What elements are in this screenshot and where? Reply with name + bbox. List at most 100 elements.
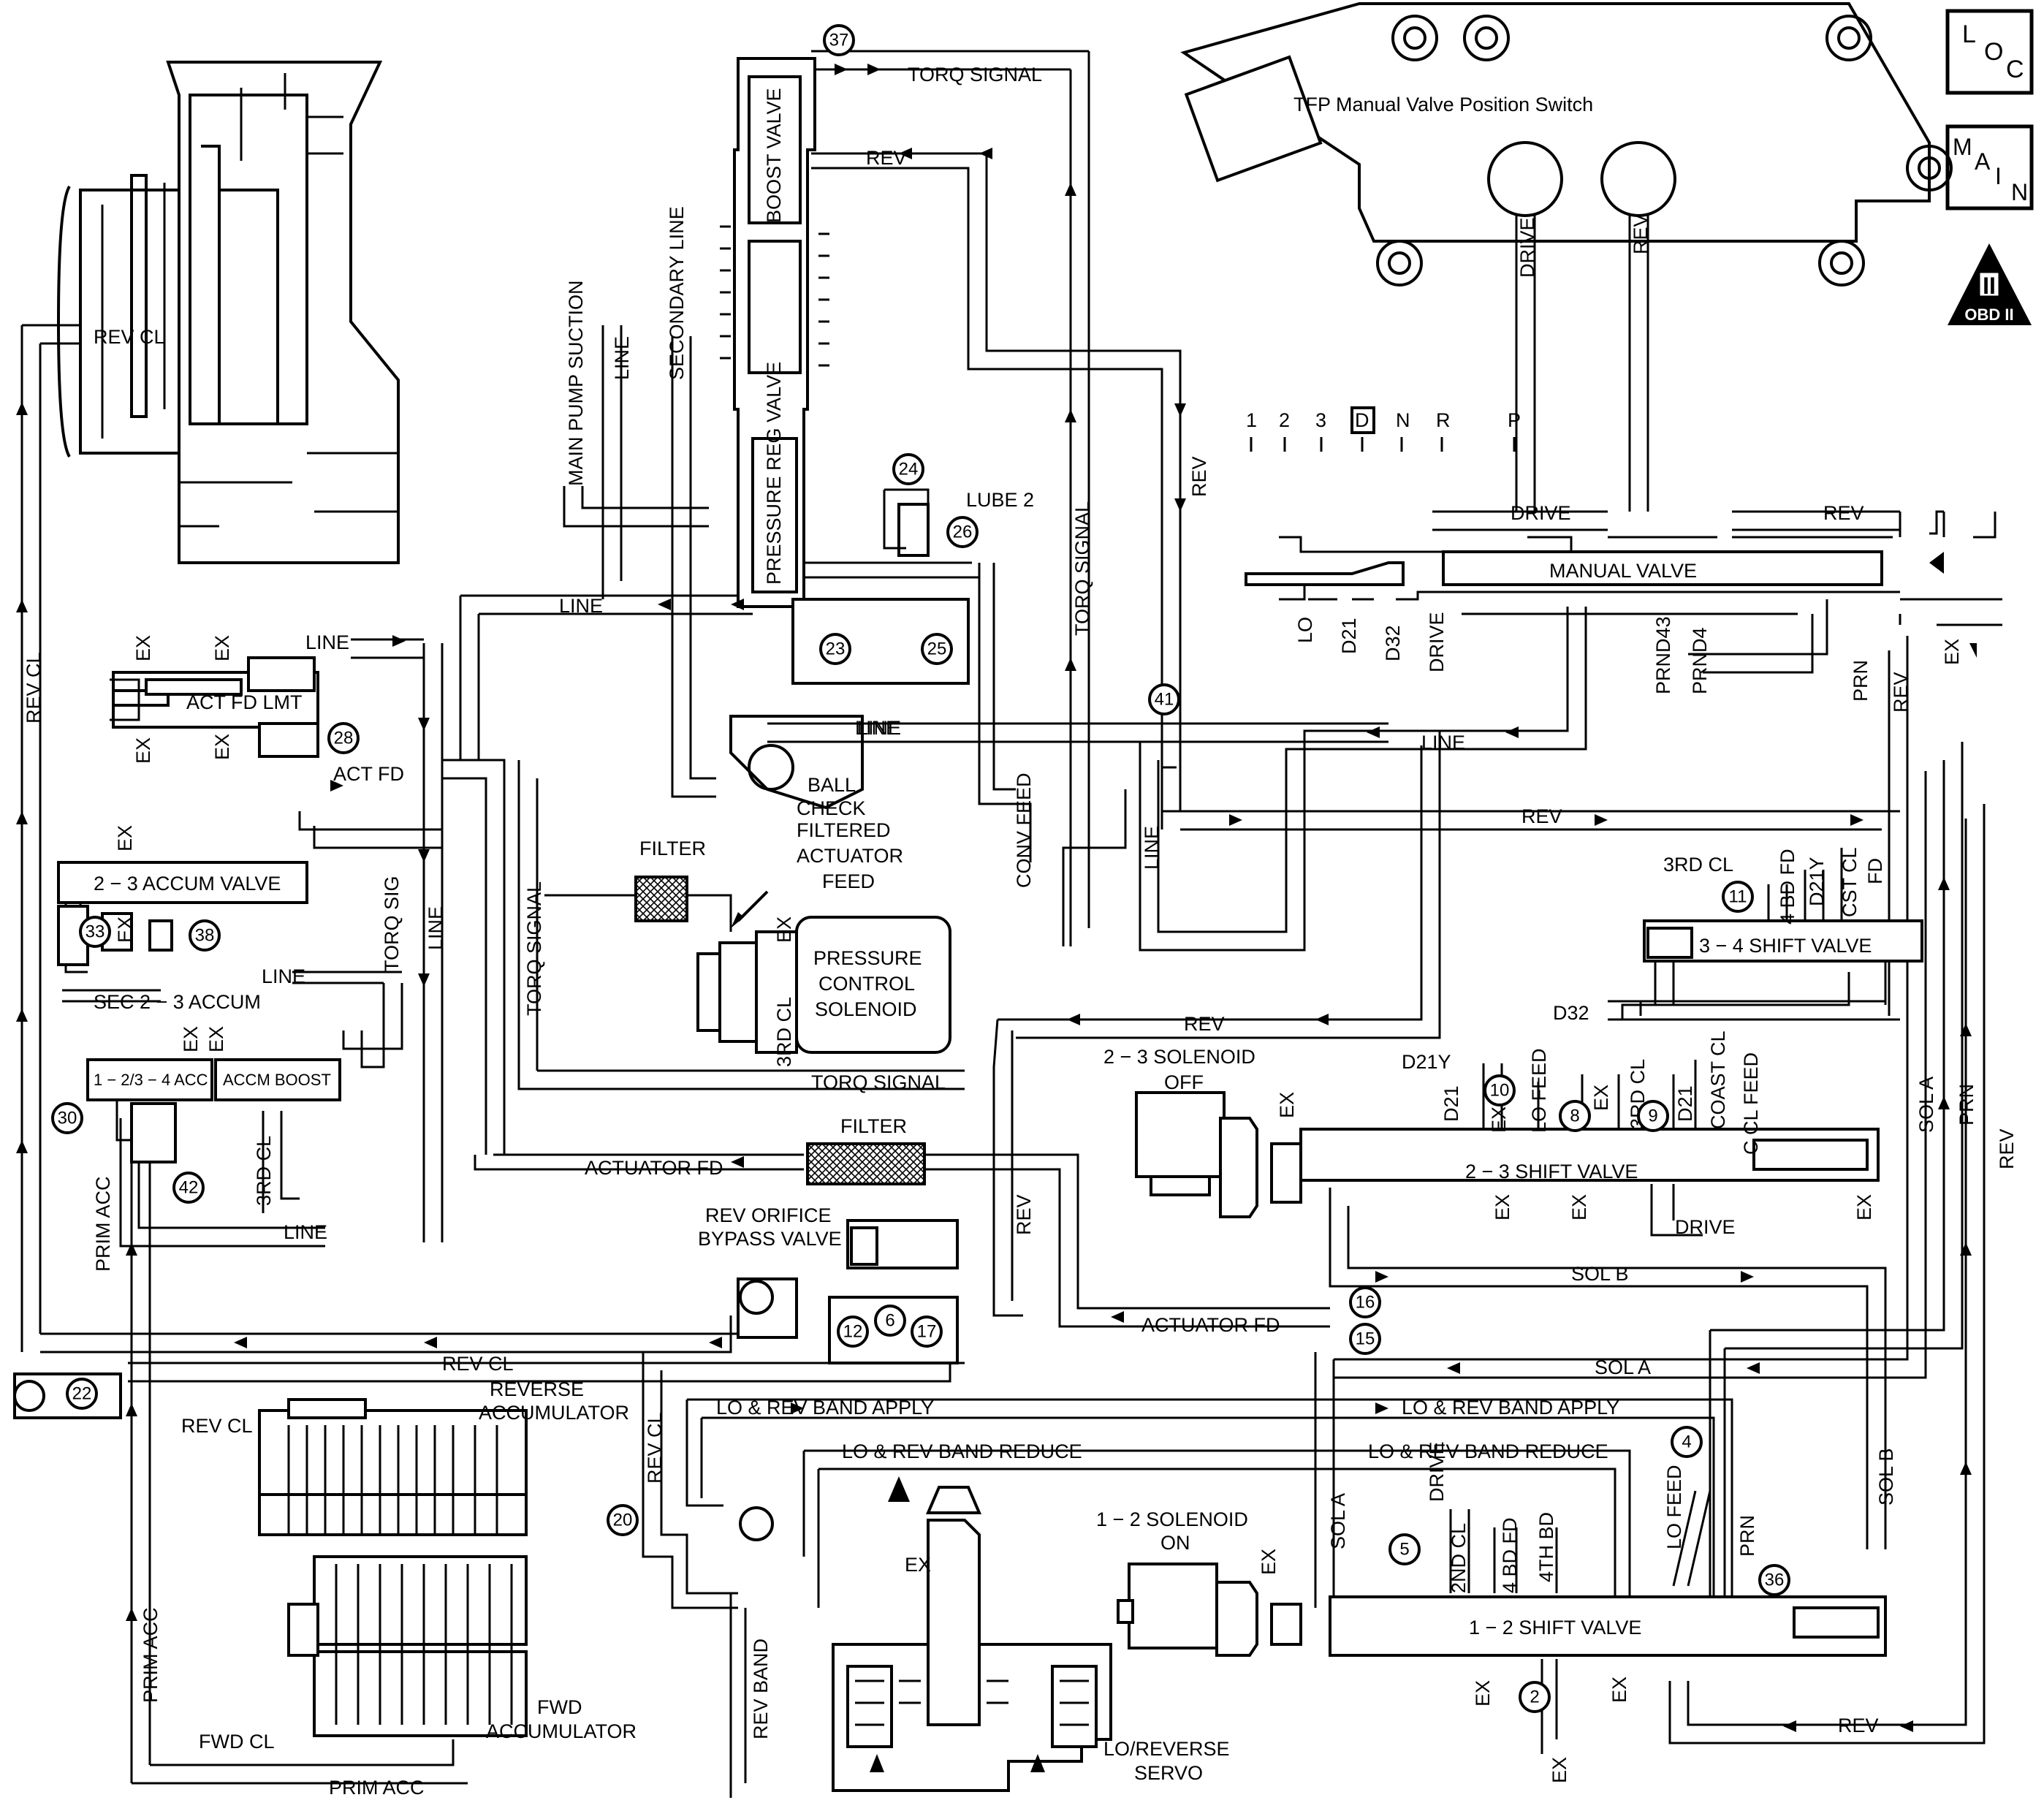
rev-pressure-switch (1600, 141, 1676, 217)
vlabel-ex-acc-2: EX (205, 1026, 227, 1052)
loc-letter-3: C (2006, 56, 2024, 83)
servo-label-2: SERVO (1134, 1762, 1203, 1784)
circle-30: 30 (58, 1109, 77, 1128)
vertical-labels: MAIN PUMP SUCTION LINE SECONDARY LINE TO… (23, 206, 2018, 1783)
hlabel-3rd-cl-34: 3RD CL (1663, 854, 1733, 876)
act-fd-lmt-valve: ACT FD LMT (110, 656, 319, 758)
hlabel-line-7: LINE (857, 717, 901, 739)
tfp-switch: TFP Manual Valve Position Switch DRIVE R… (1180, 2, 1953, 512)
circle-33: 33 (86, 922, 105, 942)
vlabel-drive-12: DRIVE (1426, 1441, 1448, 1502)
vlabel-4bd-fd-34: 4 BD FD (1777, 848, 1798, 925)
ball-check: BALL CHECK (729, 715, 866, 819)
vlabel-cst-cl: CST CL (1839, 847, 1861, 917)
filter-upper-label: FILTER (639, 838, 706, 859)
circle-16: 16 (1356, 1293, 1375, 1313)
circle-23: 23 (826, 639, 846, 659)
position-1: 1 (1246, 409, 1257, 431)
manual-valve-label: MANUAL VALVE (1549, 560, 1697, 582)
hlabel-rev-right: REV (1823, 502, 1864, 524)
vlabel-torq-signal-1: TORQ SIGNAL (1071, 501, 1093, 636)
vlabel-prn-1: PRN (1850, 660, 1872, 702)
circle-11: 11 (1729, 887, 1747, 907)
circle-25: 25 (927, 639, 947, 659)
vlabel-d21-23b: D21 (1674, 1085, 1696, 1122)
reverse-accumulator: REVERSE ACCUMULATOR (258, 1378, 629, 1536)
hlabel-rev-low: REV (1184, 1013, 1225, 1035)
circle-20: 20 (613, 1511, 633, 1530)
vlabel-rev-4: REV (1996, 1128, 2018, 1169)
vlabel-ex-23e: EX (1853, 1194, 1875, 1220)
vlabel-ex-pcs-2: 3RD CL (773, 997, 795, 1067)
vlabel-fd: FD (1864, 858, 1886, 884)
vlabel-d21-23a: D21 (1440, 1085, 1462, 1122)
hlabel-line-2: LINE (305, 631, 349, 653)
vlabel-ex-accum: EX (114, 825, 136, 851)
hlabel-line-3: LINE (855, 717, 899, 739)
boost-valve-label: BOOST VALVE (763, 88, 785, 223)
loc-badge: L O C (1945, 9, 2034, 95)
circle-9: 9 (1648, 1106, 1657, 1126)
circle-36: 36 (1765, 1571, 1785, 1590)
vlabel-prn-3: PRN (1736, 1515, 1758, 1557)
pcs-label-3: SOLENOID (815, 998, 917, 1020)
gear-position-scale: 1 2 3 D N R P (1246, 406, 1521, 452)
vlabel-prim-acc-2: PRIM ACC (140, 1607, 162, 1703)
hlabel-sol-a: SOL A (1595, 1356, 1651, 1378)
vlabel-ex-12d: EX (1608, 1677, 1630, 1703)
hlabel-line-4: LINE (1421, 732, 1465, 753)
vlabel-ex-12c: EX (1549, 1757, 1570, 1783)
circle-42: 42 (179, 1178, 199, 1198)
vlabel-sol-a-1: SOL A (1915, 1077, 1937, 1133)
manual-drive-label: DRIVE (1426, 612, 1448, 672)
vlabel-3rd-cl-1: 3RD CL (253, 1136, 275, 1206)
drive-pressure-switch (1487, 141, 1563, 217)
act-fd-lmt-label: ACT FD LMT (186, 691, 303, 713)
fwd-accum-label-2: ACCUMULATOR (486, 1720, 637, 1742)
vlabel-sol-b: SOL B (1875, 1448, 1897, 1506)
hlabel-fwd-cl: FWD CL (199, 1731, 275, 1753)
hlabel-actuator-fd-2: ACTUATOR FD (1141, 1314, 1280, 1336)
main-badge: M A I N (1945, 124, 2034, 210)
position-p: P (1508, 409, 1521, 431)
hlabel-lo-rev-apply-2: LO & REV BAND APPLY (1402, 1397, 1619, 1419)
vlabel-ex-12b: EX (1472, 1680, 1494, 1706)
vlabel-prim-acc-1: PRIM ACC (92, 1176, 114, 1272)
hlabel-rev-top: REV (866, 147, 907, 169)
vlabel-ex-sol23: EX (1276, 1092, 1298, 1118)
vlabel-ex-act-3: EX (132, 737, 154, 764)
position-d-box (1350, 406, 1375, 434)
shift-23-label: 2 − 3 SHIFT VALVE (1465, 1161, 1638, 1182)
vlabel-4th-bd: 4TH BD (1535, 1512, 1557, 1582)
boost-and-pressure-reg-valve: BOOST VALVE PRESSURE REG VALVE (720, 57, 829, 608)
circle-15: 15 (1356, 1329, 1375, 1349)
circle-5: 5 (1399, 1540, 1409, 1560)
vlabel-ex-23b: EX (1590, 1085, 1612, 1111)
sol12-label-2: ON (1160, 1532, 1190, 1554)
hlabel-d21y: D21Y (1402, 1051, 1451, 1073)
rev-accum-label-1: REVERSE (490, 1378, 584, 1400)
lo-reverse-servo: LO/REVERSE SERVO (832, 1476, 1230, 1792)
hlabel-act-fd: ACT FD (333, 763, 404, 785)
vlabel-ex-right: EX (1941, 639, 1963, 665)
circle-12: 12 (843, 1322, 863, 1342)
main-letter-3: I (1995, 163, 2002, 189)
pcs-label-1: PRESSURE (813, 947, 922, 969)
main-letter-2: A (1975, 148, 1991, 175)
loc-letter-2: O (1984, 38, 2003, 66)
circle-8: 8 (1570, 1106, 1579, 1126)
hlabel-torq-signal-top: TORQ SIGNAL (908, 64, 1042, 86)
hlabel-torq-signal-low: TORQ SIGNAL (811, 1071, 946, 1093)
vlabel-ex-acc-1: EX (180, 1026, 202, 1052)
accum-23-valve: 2 − 3 ACCUM VALVE (57, 861, 308, 966)
vlabel-prn-2: PRN (1956, 1084, 1977, 1125)
hlabel-lo-rev-apply-1: LO & REV BAND APPLY (716, 1397, 934, 1419)
shift-valve-34: 3 − 4 SHIFT VALVE (1608, 919, 1923, 1021)
vlabel-sol-a-2: SOL A (1327, 1493, 1349, 1549)
acc-1234-label: 1 − 2/3 − 4 ACC (94, 1071, 208, 1089)
vlabel-4bd-fd-12: 4 BD FD (1499, 1517, 1521, 1593)
vlabel-rev-2: REV (1013, 1194, 1035, 1235)
tfp-switch-title: TFP Manual Valve Position Switch (1293, 94, 1593, 115)
rev-orifice-label-2: BYPASS VALVE (698, 1228, 842, 1250)
check-ball-22 (13, 1373, 774, 1541)
